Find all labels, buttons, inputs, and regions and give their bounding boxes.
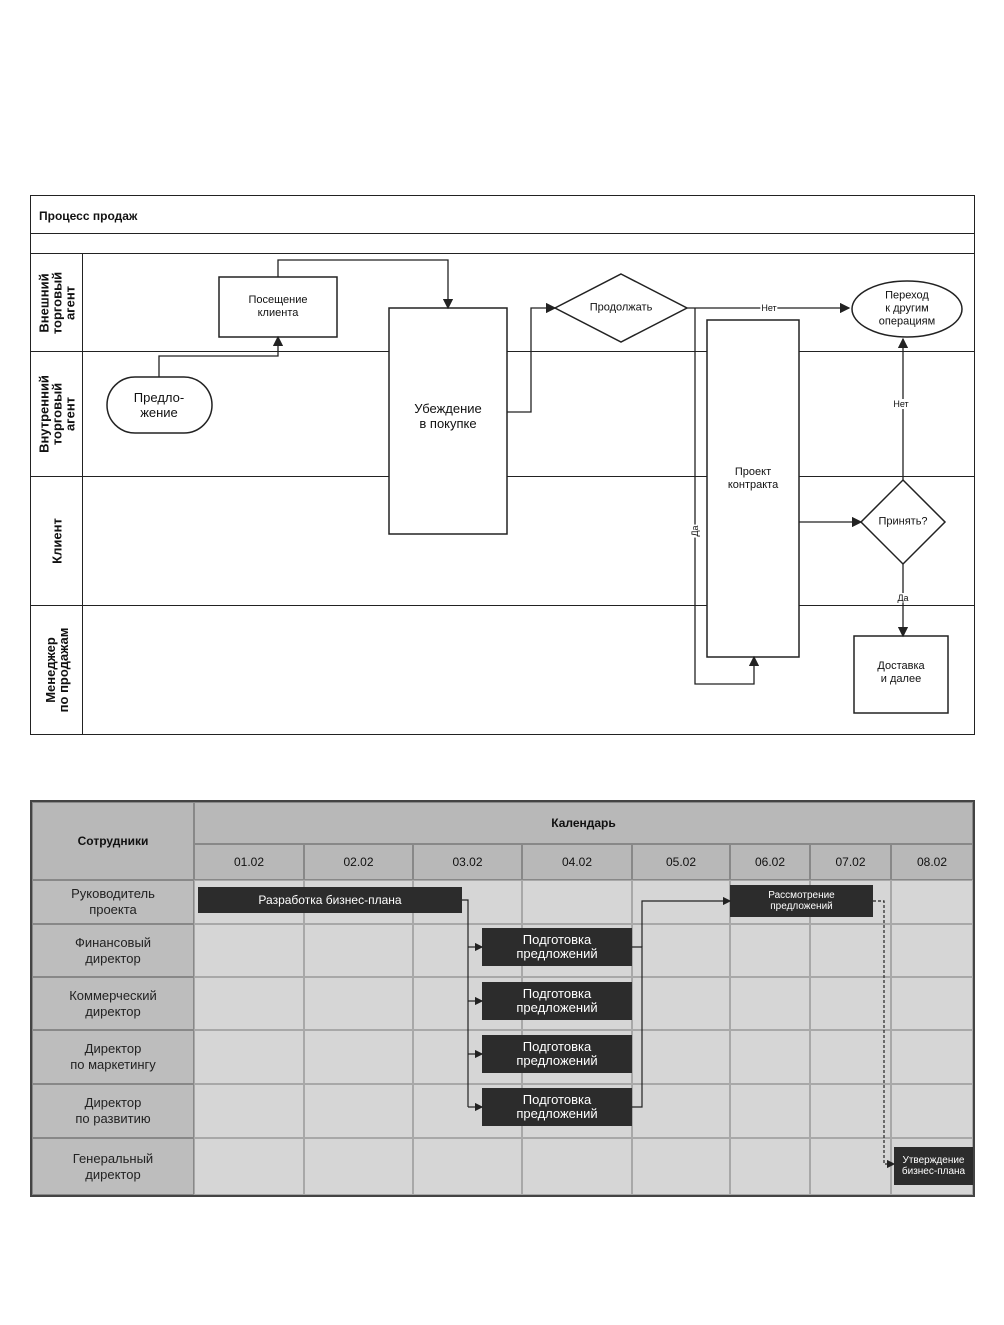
node-persuasion-label: Убеждение в покупке <box>414 401 482 431</box>
row-label-1: Руководитель проекта <box>32 880 194 924</box>
grid-cell <box>891 977 973 1030</box>
date-header-1: 01.02 <box>194 844 304 880</box>
diagram-title: Процесс продаж <box>39 209 138 223</box>
node-delivery-label: Доставка и далее <box>877 660 925 685</box>
grid-cell <box>522 880 632 924</box>
grid-cell <box>304 1138 413 1195</box>
row-label-4: Директор по маркетингу <box>32 1030 194 1084</box>
grid-cell <box>304 924 413 977</box>
grid-cell <box>304 1084 413 1138</box>
lane-label: Клиент <box>31 477 83 605</box>
grid-cell <box>891 924 973 977</box>
grid-cell <box>632 880 730 924</box>
date-header-4: 04.02 <box>522 844 632 880</box>
node-delivery-shape <box>853 635 949 714</box>
grid-cell <box>194 1084 304 1138</box>
edge-label-yes-left: Да <box>690 524 700 538</box>
grid-cell <box>810 924 891 977</box>
grid-cell <box>194 1138 304 1195</box>
node-continue-shape <box>553 273 689 343</box>
grid-cell <box>632 1084 730 1138</box>
node-visit-label: Посещение клиента <box>248 294 308 319</box>
date-header-3: 03.02 <box>413 844 522 880</box>
grid-cell <box>304 977 413 1030</box>
grid-cell <box>891 1030 973 1084</box>
grid-cell <box>810 977 891 1030</box>
edge-proposal-visit <box>158 335 284 377</box>
row-label-3: Коммерческий директор <box>32 977 194 1030</box>
grid-cell <box>304 1030 413 1084</box>
grid-cell <box>194 1030 304 1084</box>
node-continue-label: Продолжать <box>589 301 653 314</box>
date-header-2: 02.02 <box>304 844 413 880</box>
grid-cell <box>730 1084 810 1138</box>
task-approval: Утверждение бизнес-плана <box>894 1147 973 1185</box>
date-header-8: 08.02 <box>891 844 973 880</box>
diagram-title-row: Процесс продаж <box>31 196 974 234</box>
diagram-blank-row <box>31 234 974 254</box>
date-header-6: 06.02 <box>730 844 810 880</box>
row-label-2: Финансовый директор <box>32 924 194 977</box>
date-header-5: 05.02 <box>632 844 730 880</box>
edge-persuasion-continue <box>507 302 557 413</box>
grid-cell <box>810 1030 891 1084</box>
edge-label-yes-bottom: Да <box>896 593 910 603</box>
grid-cell <box>632 924 730 977</box>
task-business-plan: Разработка бизнес-плана <box>198 887 462 913</box>
lane-label: Внешний торговый агент <box>31 254 83 351</box>
lane-label: Менеджер по продажам <box>31 606 83 734</box>
swimlane-diagram: Процесс продаж Внешний торговый агент Вн… <box>30 195 975 735</box>
task-review: Рассмотрение предложений <box>730 885 873 917</box>
node-draft-label: Проект контракта <box>727 466 779 491</box>
grid-cell <box>730 1138 810 1195</box>
node-draft-shape <box>706 319 800 658</box>
grid-cell <box>730 1030 810 1084</box>
node-other-ops-label: Переход к другим операциям <box>878 289 936 328</box>
task-prep-marketing: Подготовка предложений <box>482 1035 632 1073</box>
grid-cell <box>730 924 810 977</box>
row-label-5: Директор по развитию <box>32 1084 194 1138</box>
row-label-6: Генеральный директор <box>32 1138 194 1195</box>
grid-cell <box>891 1084 973 1138</box>
grid-cell <box>632 1030 730 1084</box>
lane-label: Внутренний торговый агент <box>31 352 83 476</box>
date-header-7: 07.02 <box>810 844 891 880</box>
flow-connectors <box>106 259 963 714</box>
grid-cell <box>522 1138 632 1195</box>
grid-cell <box>194 977 304 1030</box>
node-accept-label: Принять? <box>878 515 928 528</box>
node-visit-shape <box>218 276 338 338</box>
node-other-ops-shape <box>851 280 963 338</box>
node-persuasion-shape <box>388 307 508 535</box>
grid-cell <box>632 977 730 1030</box>
node-proposal-label: Предло- жение <box>133 390 185 420</box>
grid-cell <box>810 1138 891 1195</box>
edge-label-no-right: Нет <box>892 399 910 409</box>
header-calendar: Календарь <box>194 802 973 844</box>
grid-cell <box>891 880 973 924</box>
task-prep-development: Подготовка предложений <box>482 1088 632 1126</box>
grid-cell <box>194 924 304 977</box>
lane-sales-manager: Менеджер по продажам <box>31 606 974 734</box>
edge-label-no-top: Нет <box>760 303 778 313</box>
grid-cell <box>632 1138 730 1195</box>
task-prep-financial: Подготовка предложений <box>482 928 632 966</box>
grid-cell <box>413 1138 522 1195</box>
task-prep-commercial: Подготовка предложений <box>482 982 632 1020</box>
lane-client: Клиент <box>31 477 974 606</box>
edge-visit-persuasion <box>277 259 454 310</box>
grid-cell <box>810 1084 891 1138</box>
header-employees: Сотрудники <box>32 802 194 880</box>
edge-continue-draft <box>694 308 760 685</box>
grid-cell <box>730 977 810 1030</box>
